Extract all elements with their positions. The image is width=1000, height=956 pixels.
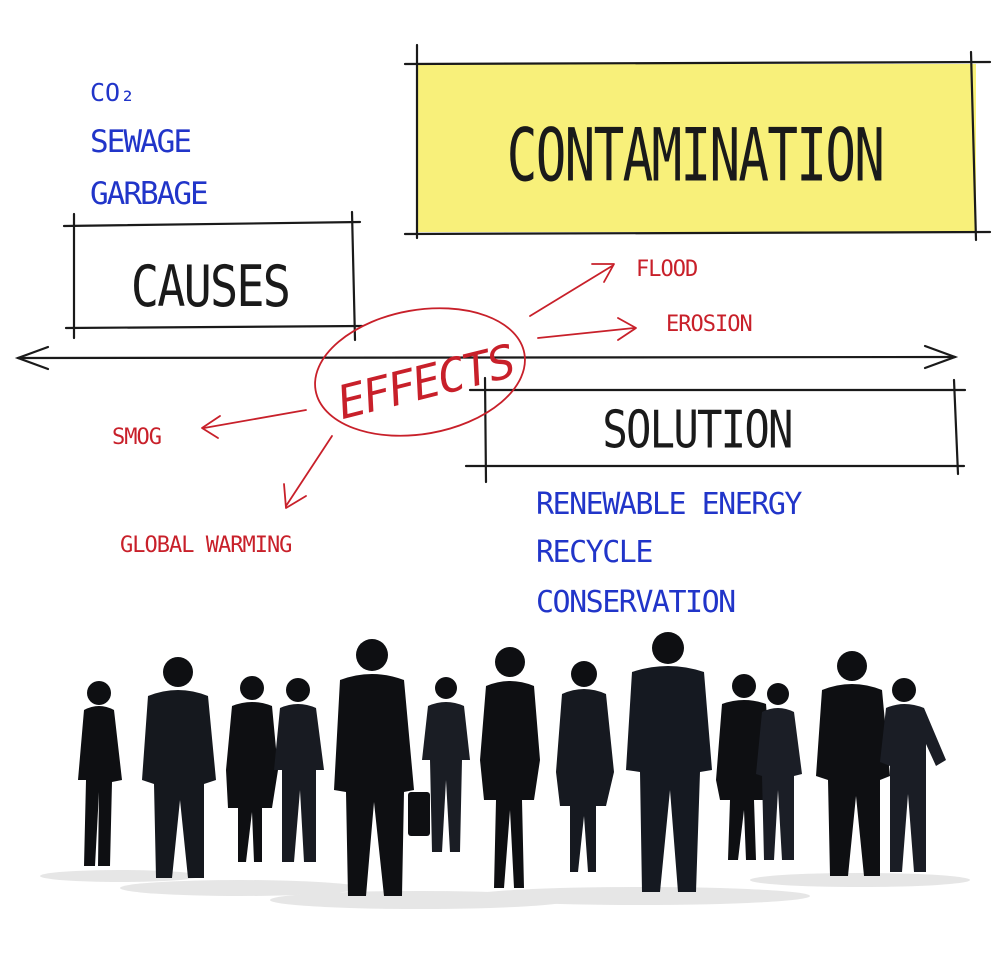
person-silhouette [334, 639, 430, 896]
person-silhouette [756, 683, 802, 860]
causes-list: CO₂ SEWAGE GARBAGE [90, 78, 209, 212]
floor-shadows [40, 870, 970, 909]
solution-box: SOLUTION [464, 376, 967, 484]
solution-item: RENEWABLE ENERGY [536, 487, 802, 522]
person-silhouette [78, 681, 122, 866]
arrow-to-flood [529, 265, 613, 317]
causes-heading: CAUSES [131, 255, 289, 321]
effect-item-global-warming: GLOBAL WARMING [120, 533, 291, 558]
person-silhouette [626, 632, 712, 892]
arrow-head [591, 263, 615, 283]
effect-item-erosion: EROSION [666, 312, 752, 337]
timeline-arrow [14, 344, 959, 371]
cause-item: GARBAGE [90, 176, 207, 212]
arrow-head [201, 415, 221, 439]
person-silhouette [880, 678, 946, 872]
box-line [62, 220, 362, 228]
arrow-head [617, 317, 637, 341]
effect-item-smog: SMOG [112, 425, 161, 450]
arrow-to-global-warming [285, 435, 333, 507]
cause-item: CO₂ [90, 78, 135, 107]
person-silhouette [556, 661, 614, 872]
box-line [403, 60, 992, 66]
solution-item: CONSERVATION [536, 585, 735, 620]
effects-heading: EFFECTS [332, 334, 520, 430]
arrow-head [283, 483, 307, 509]
person-silhouette [226, 676, 278, 862]
crowd-silhouettes [78, 632, 946, 896]
contamination-box: CONTAMINATION [403, 43, 992, 242]
causes-box: CAUSES [62, 210, 364, 342]
solution-list: RENEWABLE ENERGY RECYCLE CONSERVATION [536, 487, 804, 620]
person-silhouette [480, 647, 540, 888]
effects-ellipse [314, 307, 526, 437]
box-line [403, 230, 992, 236]
arrow-head-right [923, 344, 959, 370]
person-silhouette [816, 651, 890, 876]
box-line [483, 376, 488, 484]
box-line [952, 378, 960, 476]
person-silhouette [142, 657, 216, 878]
cause-item: SEWAGE [90, 124, 190, 160]
contamination-title: CONTAMINATION [507, 113, 884, 198]
person-silhouette [422, 677, 470, 852]
box-line [350, 210, 357, 342]
person-silhouette [716, 674, 772, 860]
arrow-head-left [14, 345, 50, 371]
highlight-fill [416, 64, 976, 232]
box-line [969, 50, 978, 242]
box-line [64, 324, 364, 330]
arrow-to-erosion [537, 327, 635, 339]
effect-item-flood: FLOOD [636, 257, 697, 282]
arrow-to-smog [203, 409, 307, 429]
arrow-line [16, 355, 957, 360]
person-silhouette [274, 678, 324, 862]
solution-heading: SOLUTION [602, 400, 791, 460]
solution-item: RECYCLE [536, 535, 652, 570]
